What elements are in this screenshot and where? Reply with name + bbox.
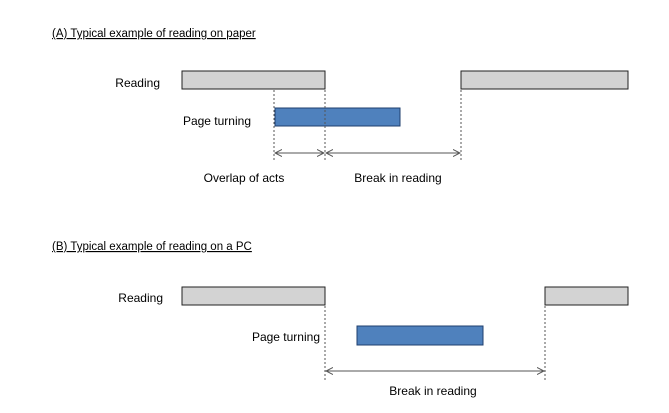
section-b-break-label: Break in reading [389, 384, 476, 398]
section-b-page-turning-label: Page turning [252, 330, 320, 344]
section-b-reading-bar-2 [544, 286, 629, 306]
section-b-page-turning-bar [356, 325, 484, 346]
section-a-break-label: Break in reading [354, 171, 441, 185]
section-a-reading-bar-2 [460, 70, 629, 90]
section-b-title: (B) Typical example of reading on a PC [52, 241, 252, 253]
section-a-reading-bar-1 [181, 70, 326, 90]
section-a-overlap-label: Overlap of acts [204, 171, 285, 185]
section-b-reading-bar-1 [181, 286, 326, 306]
section-a-page-turning-label: Page turning [183, 114, 251, 128]
section-a-page-turning-bar [274, 107, 401, 127]
section-a-reading-label: Reading [115, 76, 160, 90]
section-a-title: (A) Typical example of reading on paper [52, 28, 256, 40]
section-b-reading-label: Reading [118, 291, 163, 305]
